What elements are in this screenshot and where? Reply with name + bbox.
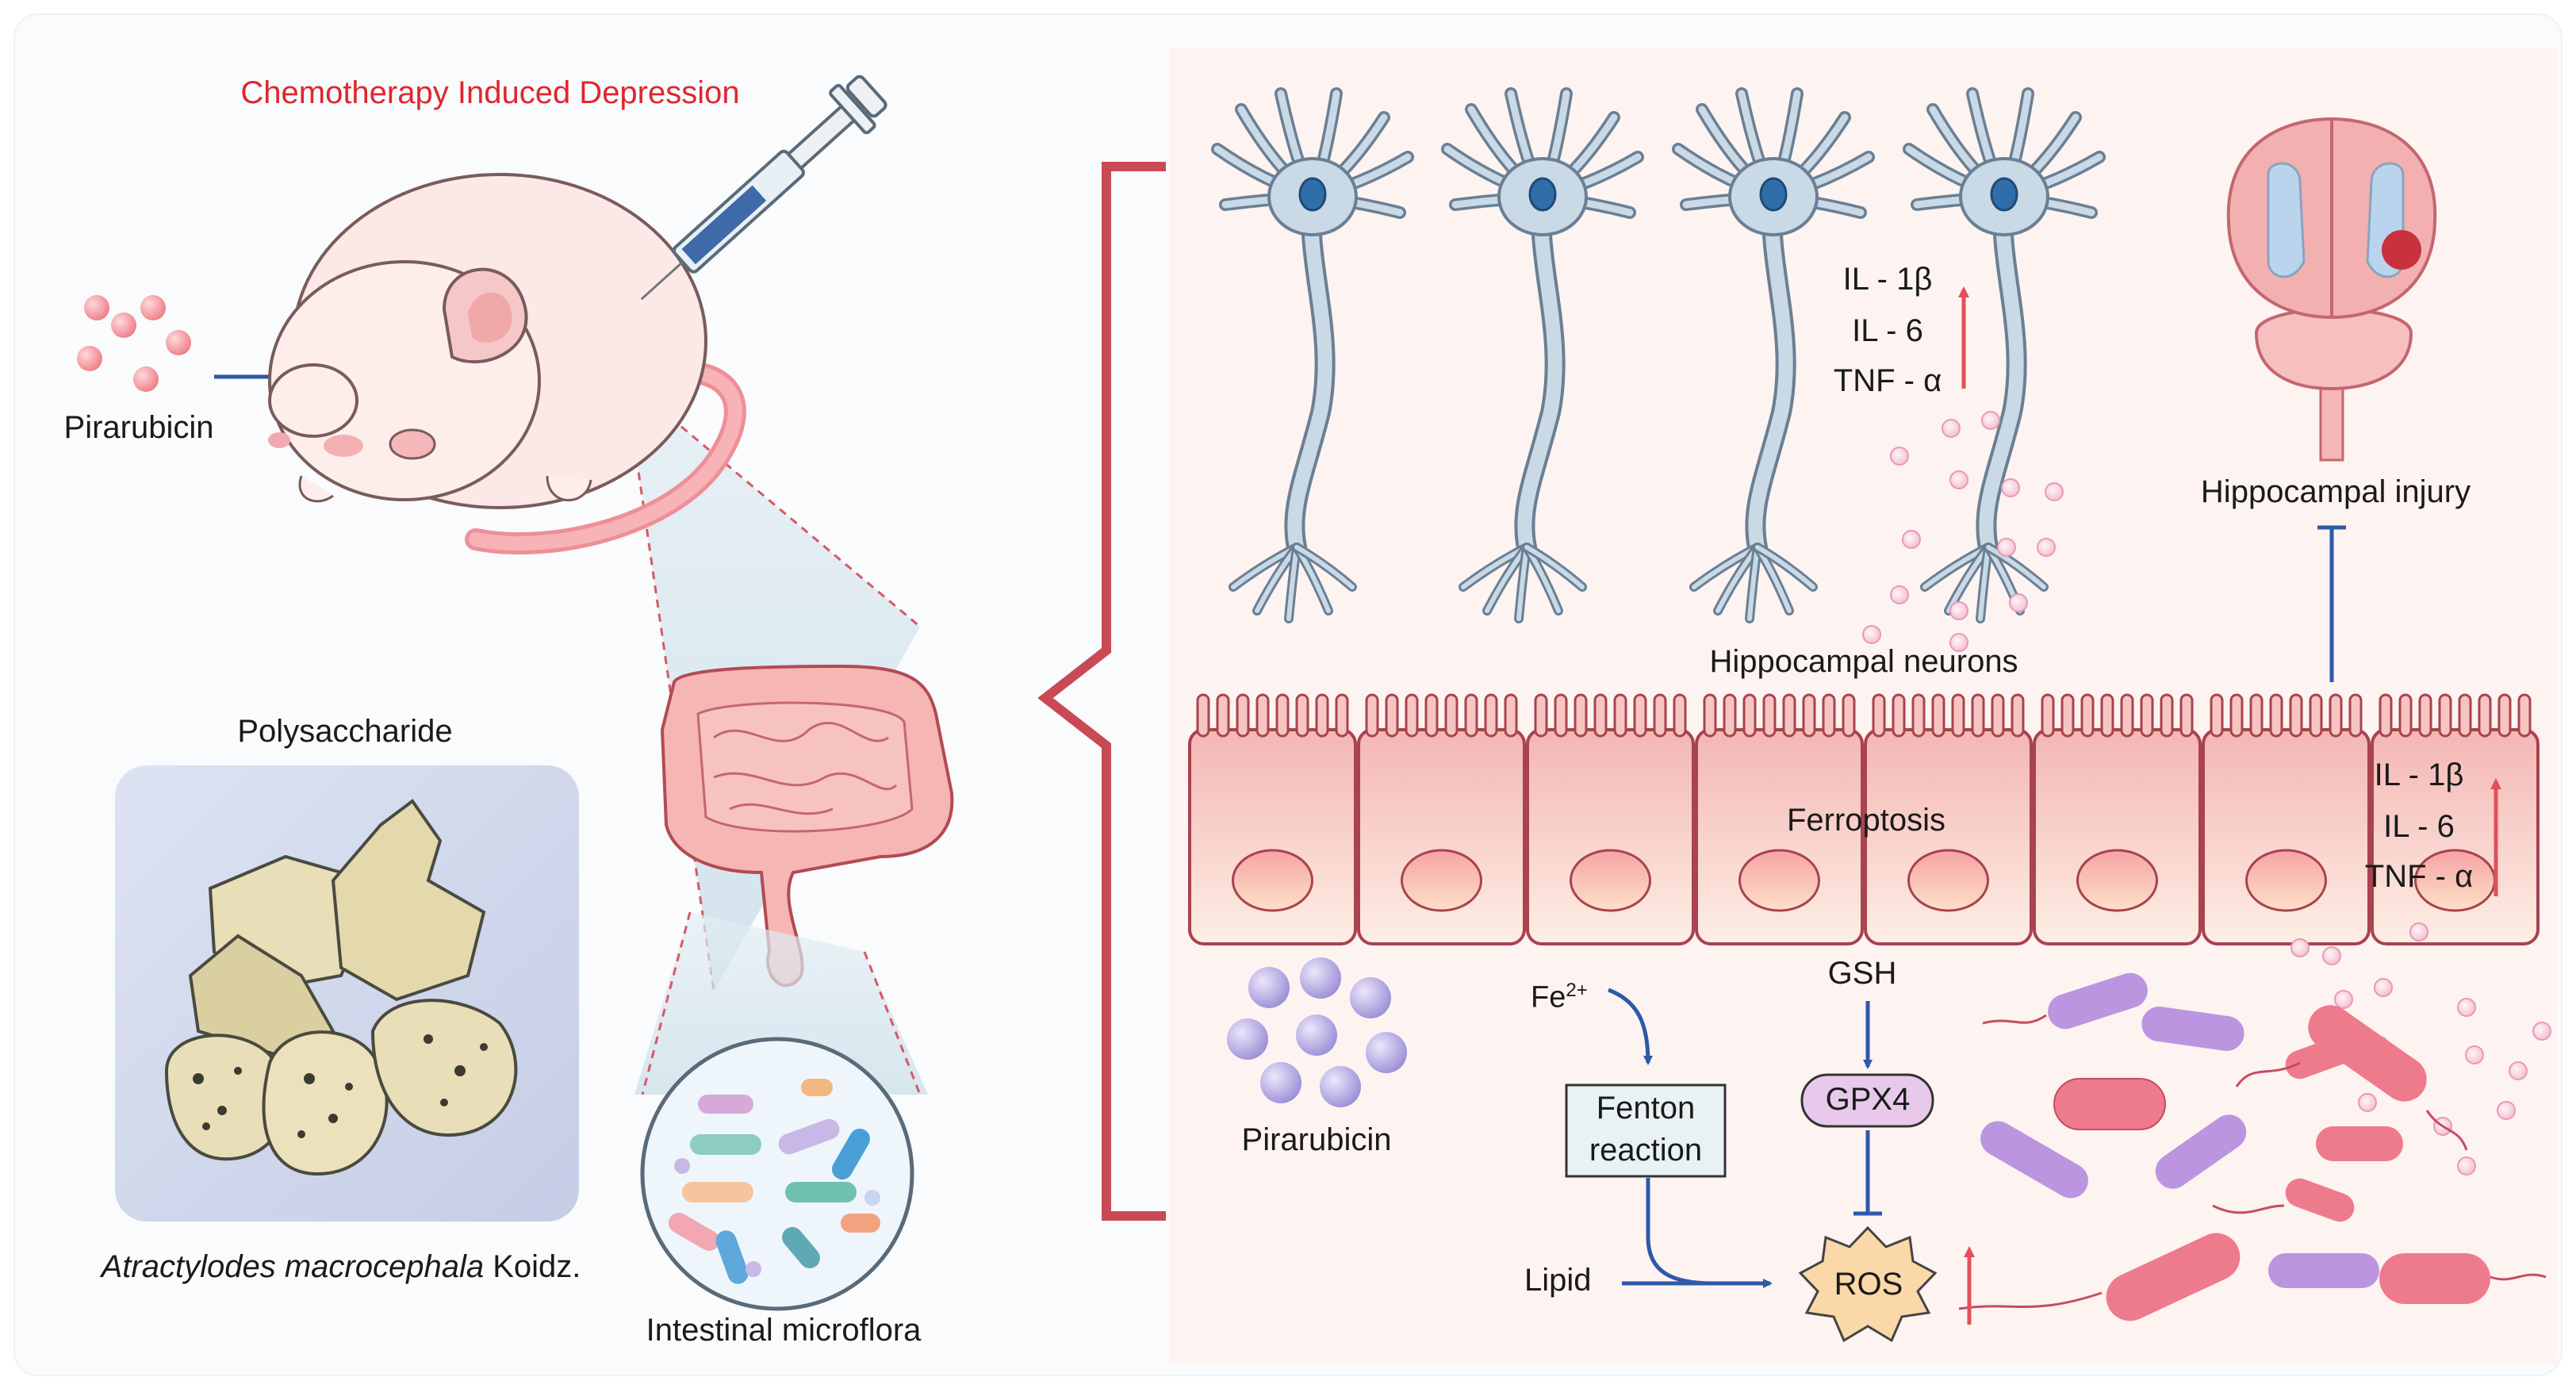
neurons-group [1211,87,2106,623]
species-author: Koidz. [493,1249,581,1284]
mouse-illustration [268,173,746,554]
fe-label: Fe2+ [1531,980,1588,1015]
epithelial-cell [1526,693,1695,945]
pirarubicin-particles-purple [1227,957,1407,1107]
epithelial-cell [2202,693,2371,945]
pirarubicin-label-right: Pirarubicin [1241,1122,1392,1157]
fenton-line2: reaction [1589,1133,1703,1168]
ros-star [1798,1225,1938,1343]
neuron [1672,87,1875,623]
epithelium-cytokine-il1b: IL - 1β [2374,757,2464,792]
intestine-illustration [660,664,954,988]
neuron-cytokine-il6: IL - 6 [1852,313,1923,348]
ros-label: ROS [1834,1267,1903,1302]
cytokine-particles-neurons [1862,411,2064,652]
epithelial-cell [1357,693,1526,945]
gpx4-pill [1800,1073,1934,1128]
zoom-cone-microflora [634,912,928,1095]
species-label: Atractylodes macrocephala Koidz. [102,1249,581,1285]
epithelium-cytokine-il6: IL - 6 [2383,809,2455,844]
neuron-cytokine-tnfa: TNF - α [1833,363,1942,398]
microflora-label: Intestinal microflora [646,1313,922,1348]
microflora-circle [640,1037,914,1311]
pirarubicin-particles [77,295,191,392]
neuron [1903,87,2106,623]
fe-arrow [1608,988,1653,1065]
fenton-box [1565,1083,1727,1178]
bracket [1037,162,1166,1221]
gpx4-label: GPX4 [1825,1082,1911,1117]
herb-image-box [115,765,579,1222]
figure-title: Chemotherapy Induced Depression [240,75,740,110]
gsh-label: GSH [1827,956,1897,991]
epithelial-cell [1864,693,2033,945]
polysaccharide-label: Polysaccharide [237,714,453,749]
neuron [1441,87,1644,623]
epithelial-cell [2033,693,2202,945]
species-italic: Atractylodes macrocephala [101,1249,485,1284]
hippocampal-neurons-label: Hippocampal neurons [1709,644,2018,679]
fenton-line1: Fenton [1596,1091,1696,1126]
fe-superscript: 2+ [1566,980,1588,1001]
pirarubicin-label-left: Pirarubicin [63,410,214,445]
neuron-cytokine-il1b: IL - 1β [1842,262,1933,297]
epithelium-group [1188,693,2540,945]
epithelium-cytokine-tnfa: TNF - α [2364,859,2474,894]
epithelial-cell [1188,693,1357,945]
syringe-illustration [640,75,887,301]
ferroptosis-label: Ferroptosis [1786,803,1946,838]
hippocampal-injury-label: Hippocampal injury [2200,474,2471,509]
bacteria-group [1958,972,2547,1321]
fe-base: Fe [1531,980,1566,1014]
epithelial-cell [1695,693,1864,945]
lipid-label: Lipid [1524,1263,1592,1298]
brain-illustration [2226,117,2437,462]
neuron [1211,87,1414,623]
